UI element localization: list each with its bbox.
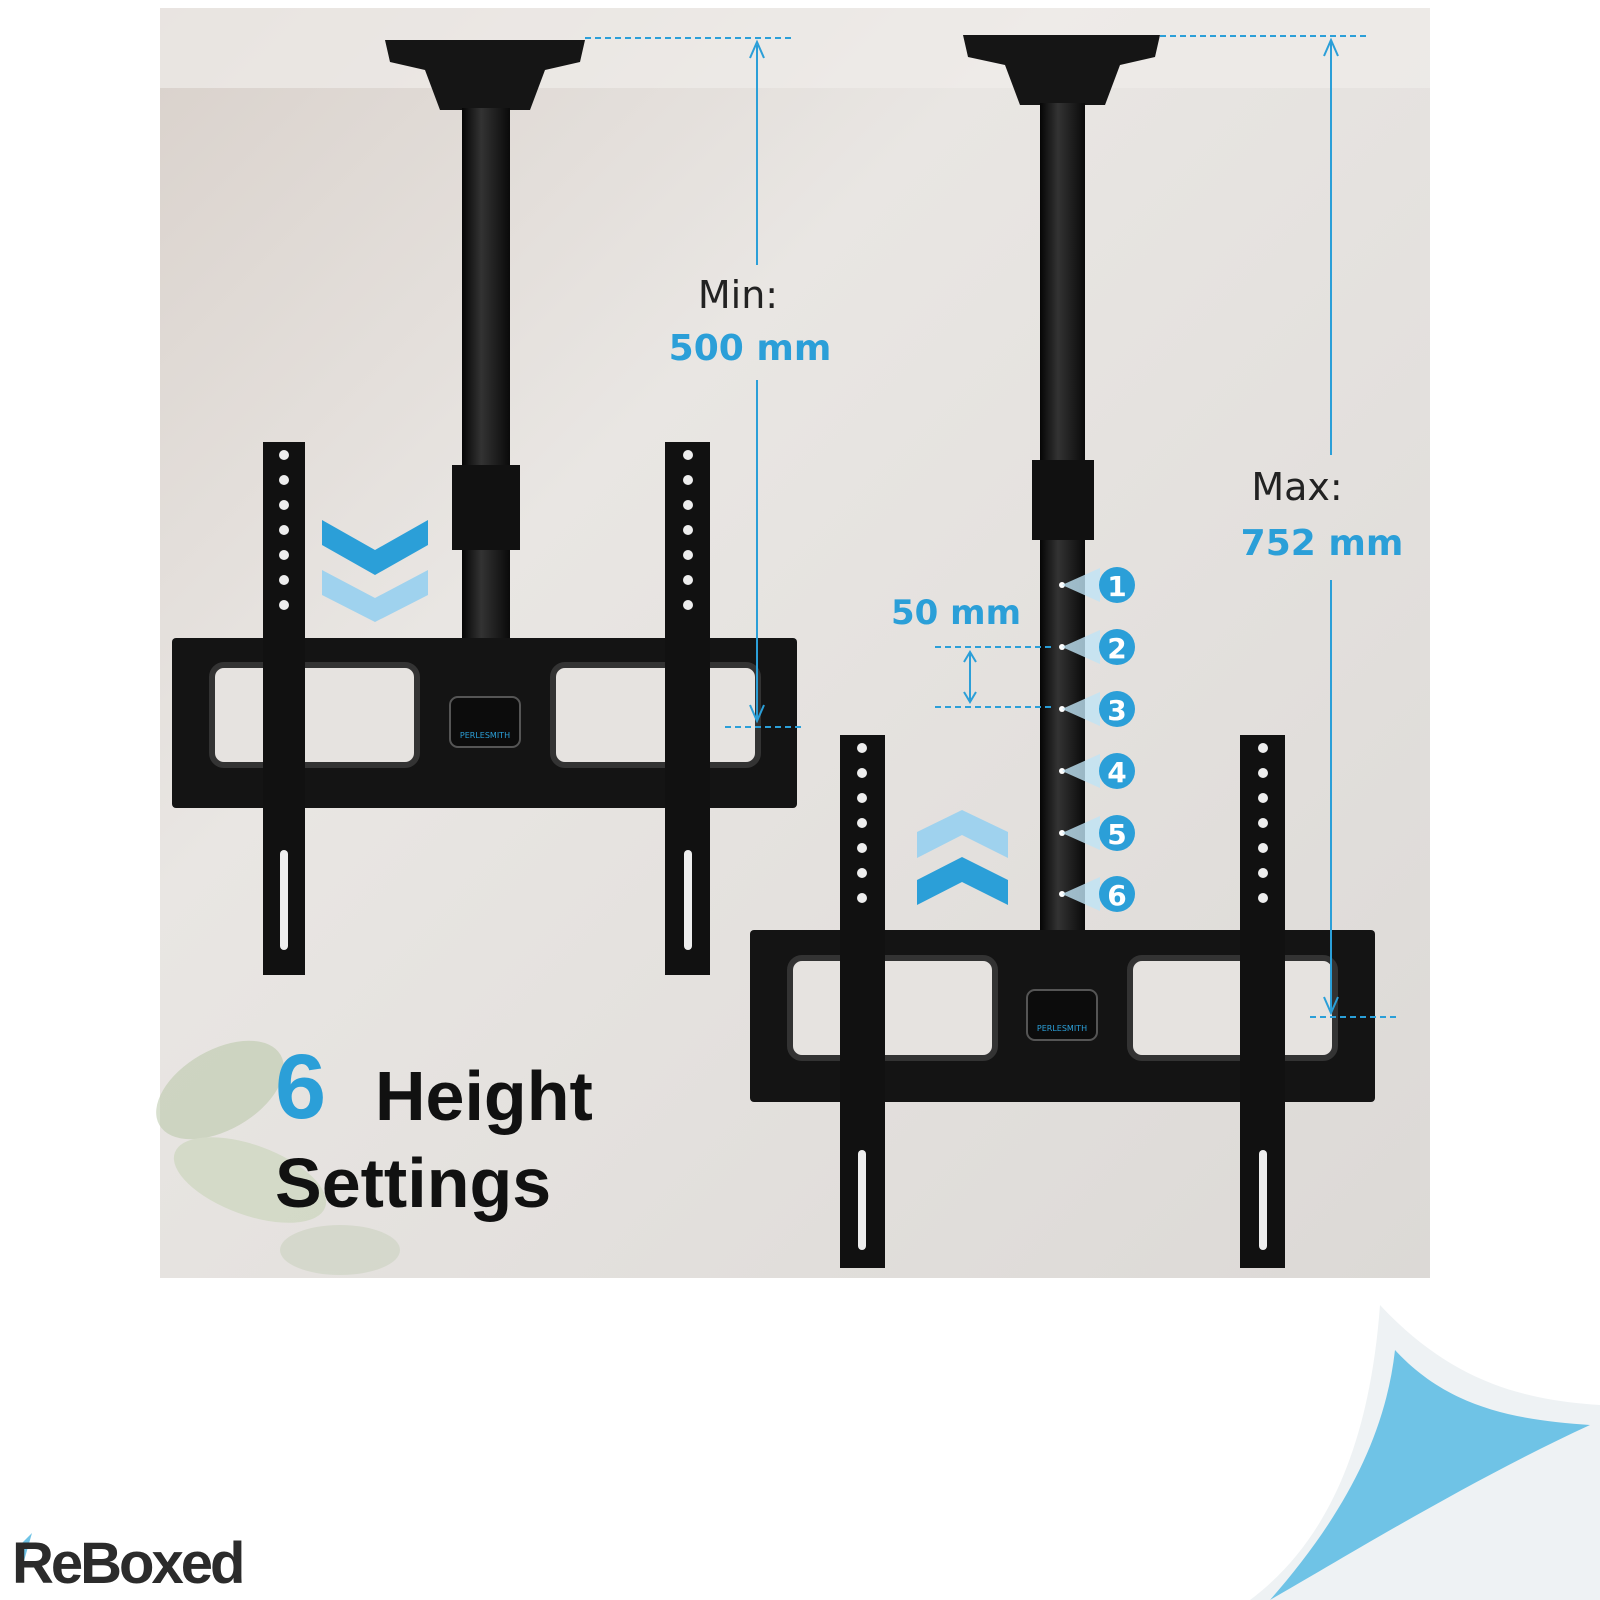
svg-text:6: 6: [1107, 879, 1126, 912]
headline-number: 6: [275, 1036, 326, 1138]
position-marker: 5: [1059, 815, 1135, 851]
watermark-text: ReBoxed: [12, 1531, 242, 1596]
mount-max-height: PERLESMITH: [750, 35, 1375, 1268]
headline-line1: Height: [375, 1057, 593, 1135]
svg-text:1: 1: [1107, 570, 1126, 603]
headline-line2: Settings: [275, 1144, 551, 1222]
position-marker: 1: [1059, 567, 1135, 603]
max-value: 752 mm: [1241, 523, 1404, 564]
position-marker: 2: [1059, 629, 1135, 665]
svg-text:4: 4: [1107, 756, 1126, 789]
mount-min-height: PERLESMITH: [172, 40, 797, 975]
reboxed-watermark: ReBoxed: [12, 1305, 1600, 1600]
chevron-up-icon: [917, 810, 1008, 905]
min-label: Min:: [698, 273, 778, 317]
svg-text:2: 2: [1107, 632, 1126, 665]
position-marker: 4: [1059, 753, 1135, 789]
svg-text:3: 3: [1107, 694, 1126, 727]
svg-text:5: 5: [1107, 818, 1126, 851]
plant-leaves: [156, 1040, 400, 1275]
height-positions: 1 2 3 4 5 6: [1059, 567, 1135, 912]
mount-logo: PERLESMITH: [1037, 1024, 1087, 1033]
step-dimension: [935, 646, 1055, 708]
max-dimension: [1160, 35, 1400, 1018]
min-value: 500 mm: [669, 328, 832, 369]
position-marker: 6: [1059, 876, 1135, 912]
chevron-down-icon: [322, 520, 428, 622]
mount-logo: PERLESMITH: [460, 731, 510, 740]
position-marker: 3: [1059, 691, 1135, 727]
step-value: 50 mm: [891, 593, 1021, 633]
max-label: Max:: [1251, 465, 1342, 509]
min-dimension: [585, 37, 805, 728]
